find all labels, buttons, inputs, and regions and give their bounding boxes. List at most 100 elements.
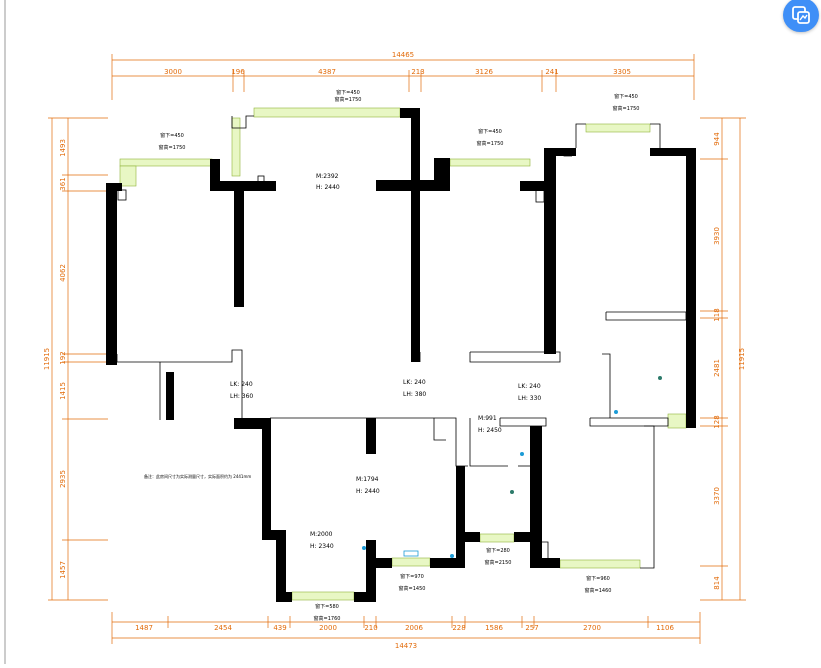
bottom-dim-text: 257 xyxy=(525,624,538,632)
room-labels: M:2392 H: 2440 M:1794 H: 2440 M:2000 H: … xyxy=(310,173,502,550)
thin-wall xyxy=(605,311,687,321)
left-dim-text: 2935 xyxy=(59,470,67,488)
window-height-label: 窗高=1750 xyxy=(477,140,504,147)
wall xyxy=(234,418,270,429)
window xyxy=(479,533,515,543)
thin-wall xyxy=(563,148,572,157)
fixture-dot xyxy=(510,490,514,494)
fixture-dot xyxy=(520,452,524,456)
fixtures xyxy=(362,376,662,558)
wall xyxy=(456,466,465,568)
opening-height-label: LH: 330 xyxy=(518,395,541,402)
window-height-label: 窗高=2150 xyxy=(485,559,512,566)
bottom-dim-text: 228 xyxy=(452,624,465,632)
window-height-label: 窗高=1760 xyxy=(314,615,341,622)
floating-action-button[interactable] xyxy=(783,0,819,32)
opening-height-label: LH: 360 xyxy=(230,393,253,400)
wall xyxy=(354,592,376,602)
window xyxy=(667,413,687,429)
window xyxy=(559,559,641,569)
top-dim-text: 213 xyxy=(411,68,424,76)
opening-height-label: LH: 380 xyxy=(403,391,426,398)
room-area-label: M:2000 xyxy=(310,531,333,538)
top-dim-text: 3305 xyxy=(613,68,631,76)
walls xyxy=(106,108,696,602)
thin-wall xyxy=(542,541,549,558)
image-export-icon xyxy=(792,6,810,24)
wall xyxy=(530,558,560,568)
window-sill-label: 窗下=970 xyxy=(400,573,424,580)
thin-wall xyxy=(602,353,611,418)
window-sill-label: 窗下=450 xyxy=(614,93,638,100)
thin-walls xyxy=(116,115,687,569)
fixture-dot xyxy=(450,554,454,558)
thin-wall xyxy=(433,418,446,441)
right-dim-text: 3930 xyxy=(713,227,721,245)
right-dim-text: 944 xyxy=(713,132,721,146)
right-dim-text: 814 xyxy=(713,576,721,590)
window xyxy=(391,557,431,567)
window-height-label: 窗高=1460 xyxy=(585,587,612,594)
wall xyxy=(106,183,117,365)
left-dim-text: 361 xyxy=(59,177,67,190)
wall xyxy=(686,148,696,428)
left-dim-text: 4062 xyxy=(59,264,67,282)
window xyxy=(119,158,213,167)
wall xyxy=(514,532,542,542)
wall xyxy=(210,159,220,189)
right-dim-text: 118 xyxy=(713,308,721,321)
right-total-dim-text: 11915 xyxy=(738,348,746,370)
thin-wall xyxy=(257,175,265,185)
left-dim-text: 1457 xyxy=(59,561,67,579)
opening-labels: LK: 240 LH: 360 LK: 240 LH: 380 LK: 240 … xyxy=(230,379,541,402)
wall xyxy=(530,426,542,568)
window xyxy=(231,117,241,177)
room-height-label: H: 2440 xyxy=(316,184,340,191)
windows xyxy=(119,107,687,601)
window-labels: 窗下=450 窗高=1750 窗下=450 窗高=1750 窗下=450 窗高=… xyxy=(159,89,640,622)
thin-wall xyxy=(117,189,127,201)
wall xyxy=(166,372,174,420)
window-height-label: 窗高=1750 xyxy=(159,144,186,151)
fixture-outlet xyxy=(403,550,419,557)
opening-width-label: LK: 240 xyxy=(403,379,426,386)
window-height-label: 窗高=1450 xyxy=(399,585,426,592)
thin-wall xyxy=(469,351,561,363)
top-dim-text: 3000 xyxy=(164,68,182,76)
wall xyxy=(234,181,244,307)
wall xyxy=(411,108,420,362)
room-height-label: H: 2340 xyxy=(310,543,334,550)
wall xyxy=(262,418,271,534)
thin-wall xyxy=(270,417,468,467)
room-height-label: H: 2450 xyxy=(478,427,502,434)
window xyxy=(119,165,137,187)
bottom-dim-text: 2454 xyxy=(214,624,232,632)
bottom-dim-text: 1487 xyxy=(135,624,153,632)
right-dim-text: 128 xyxy=(713,415,721,428)
top-dim-text: 4387 xyxy=(318,68,336,76)
room-area-label: M:991 xyxy=(478,415,497,422)
wall xyxy=(548,148,576,156)
opening-width-label: LK: 240 xyxy=(230,381,253,388)
bottom-dim-text: 439 xyxy=(273,624,286,632)
wall xyxy=(276,530,286,602)
right-dim-text: 3370 xyxy=(713,487,721,505)
wall xyxy=(650,148,696,156)
window xyxy=(449,158,531,167)
thin-wall xyxy=(650,123,661,148)
wall xyxy=(366,558,392,568)
plan-note: 备注：此房间尺寸为实际测量尺寸，实际面积约为 2441mm xyxy=(144,473,251,479)
window-height-label: 窗高=1750 xyxy=(335,96,362,103)
left-total-dim-text: 11915 xyxy=(43,348,51,370)
wall xyxy=(366,540,376,602)
window-sill-label: 窗下=450 xyxy=(336,89,360,96)
room-height-label: H: 2440 xyxy=(356,488,380,495)
top-dim-text: 196 xyxy=(231,68,245,76)
room-area-label: M:2392 xyxy=(316,173,339,180)
window-sill-label: 窗下=450 xyxy=(478,128,502,135)
top-dim-text: 3126 xyxy=(475,68,493,76)
bottom-dim-text: 2000 xyxy=(319,624,337,632)
thin-wall xyxy=(640,425,655,569)
